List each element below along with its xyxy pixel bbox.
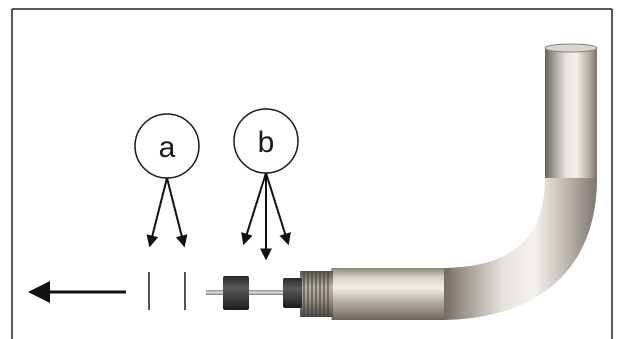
callout-b: b [233, 108, 299, 174]
callout-b-leaders [241, 172, 291, 261]
callout-a-leaders [146, 177, 188, 248]
ferrule-small [283, 278, 302, 308]
bent-tube [331, 43, 598, 320]
ferrule-large [223, 276, 249, 310]
callout-a-label: a [159, 131, 176, 164]
frame [11, 8, 613, 339]
pin-rod [206, 290, 288, 295]
callout-a: a [134, 113, 200, 179]
arrow-left-icon [28, 281, 126, 303]
threaded-end [300, 271, 333, 317]
washers-a [148, 272, 186, 310]
callout-b-label: b [258, 126, 275, 159]
